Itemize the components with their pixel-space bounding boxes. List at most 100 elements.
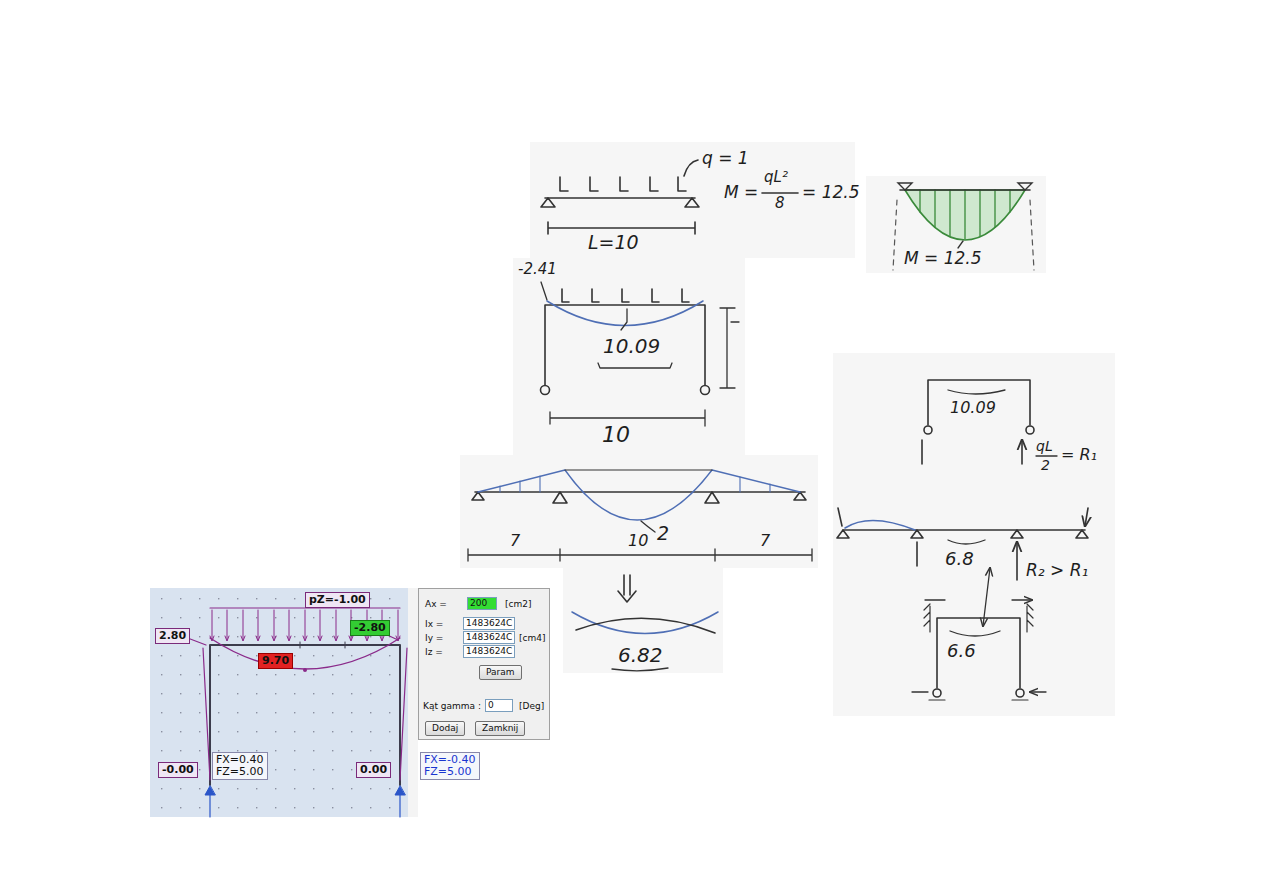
- combo-box-text: 0: [488, 700, 510, 711]
- input-field-text: 1483624C: [466, 646, 512, 657]
- hinge-symbol: [541, 386, 550, 395]
- moment-curve: [948, 540, 985, 544]
- moment-curve: [547, 301, 703, 326]
- reaction-box-text: FX=-0.40: [424, 754, 476, 766]
- hinge-symbol: [701, 386, 710, 395]
- reaction-box-text: FZ=5.00: [424, 766, 476, 778]
- moment-min-tag-text: -2.80: [354, 622, 386, 634]
- support-symbol: [472, 492, 806, 503]
- hinge-symbol: [924, 426, 932, 434]
- combo-box: 0: [485, 699, 513, 712]
- underline: [612, 668, 668, 671]
- paper-scan: [866, 176, 1046, 273]
- leader-line: [621, 309, 627, 330]
- moment-curve: [950, 631, 1000, 636]
- beam-line: [900, 189, 1030, 191]
- property-panel-text: [Deg]: [519, 701, 544, 712]
- support-symbol: [898, 183, 1032, 190]
- moment-max-tag-text: 9.70: [262, 655, 289, 667]
- hinge-symbol: [1016, 689, 1024, 697]
- ground-line: [929, 699, 1028, 700]
- button-text: Zamknij: [482, 723, 518, 734]
- frame-line: [928, 380, 1030, 425]
- property-panel-text: Kąt gamma :: [423, 701, 481, 712]
- load-tag: pZ=-1.00: [305, 592, 370, 608]
- moment-tag-text: 0.00: [360, 764, 387, 776]
- formula-text: 8: [775, 196, 785, 211]
- moment-value: 10.09: [603, 336, 660, 356]
- moment-value: 10.09: [950, 400, 996, 416]
- moment-diagram-sketch: [866, 176, 1046, 273]
- reaction-box-text: FZ=5.00: [216, 766, 264, 778]
- paper-scan: [460, 455, 818, 568]
- button-text: Param: [486, 667, 515, 678]
- fraction-bar: [762, 192, 798, 194]
- hinge-symbol: [1026, 426, 1034, 434]
- force-arrow: [925, 599, 1032, 600]
- leader-line: [958, 241, 963, 248]
- moment-value: -2.41: [518, 262, 557, 277]
- max-point: [303, 668, 307, 672]
- fraction-bar: [1036, 455, 1057, 456]
- moment-max-tag: 9.70: [258, 653, 293, 669]
- property-panel-text: Iy =: [425, 633, 443, 644]
- dimension-label: 10: [602, 424, 630, 446]
- moment-value: 6.82: [618, 645, 663, 665]
- leader-line: [684, 160, 698, 176]
- grid-dots: [150, 588, 418, 817]
- paper-scan: [833, 353, 1115, 716]
- force-arrow: [912, 691, 1046, 692]
- hatch-lines: [920, 190, 1010, 239]
- callout-number: 2: [657, 524, 669, 543]
- hinge-symbol: [933, 689, 941, 697]
- moment-tag-text: -0.00: [162, 764, 194, 776]
- bracket: [598, 363, 672, 368]
- software-screenshot: [150, 588, 418, 817]
- closing-line: [565, 469, 712, 470]
- moment-tag-text: 2.80: [159, 630, 186, 642]
- paper-scan: [513, 258, 745, 455]
- moment-curve: [576, 618, 715, 633]
- moment-value: 6.8: [945, 550, 974, 568]
- dimension-line: [720, 308, 739, 388]
- dimension-line: [468, 549, 812, 561]
- input-field-text: 1483624C: [466, 618, 512, 629]
- axis-line: [210, 795, 400, 817]
- wall-hatch: [924, 604, 1033, 632]
- continuous-beam-sketch: [460, 455, 818, 568]
- formula-text: = R₁: [1061, 447, 1097, 463]
- moment-min-tag: -2.80: [350, 620, 390, 636]
- window-strip: [408, 588, 418, 817]
- reaction-box: FX=-0.40FZ=5.00: [420, 752, 480, 780]
- moment-curve: [572, 612, 718, 634]
- result-sketch: [563, 568, 723, 673]
- load-label: q = 1: [702, 150, 749, 167]
- moment-curve: [210, 638, 400, 669]
- input-field: 200: [467, 597, 497, 610]
- property-panel-text: Ix =: [425, 619, 443, 630]
- moment-tag: -0.00: [158, 762, 198, 778]
- input-field-text: 1483624C: [466, 632, 512, 643]
- moment-tag: 0.00: [356, 762, 391, 778]
- dimension-label: L=10: [588, 233, 639, 252]
- load-marks: [560, 177, 686, 191]
- paper-scan: [563, 568, 723, 673]
- leader-line: [541, 282, 547, 300]
- dimension-label: 7: [760, 533, 770, 549]
- reaction-arrow: [922, 440, 1022, 464]
- property-panel-text: [cm4]: [519, 633, 545, 644]
- beam-line: [545, 197, 695, 199]
- leader-line: [641, 521, 655, 532]
- formula-text: qL: [1036, 439, 1053, 453]
- formula-text: 2: [1041, 458, 1050, 472]
- moment-value: M = 12.5: [904, 250, 982, 267]
- input-field: 1483624C: [463, 631, 515, 644]
- property-panel-text: [cm2]: [505, 599, 531, 610]
- property-panel: Ax =[cm2]Ix =Iy =[cm4]Iz =Kąt gamma :[De…: [418, 588, 550, 740]
- canvas-background: [150, 588, 418, 817]
- dashed-line: [893, 200, 1034, 270]
- moment-value: 6.6: [947, 642, 976, 660]
- moment-tag: 2.80: [155, 628, 190, 644]
- button: Param: [479, 665, 522, 680]
